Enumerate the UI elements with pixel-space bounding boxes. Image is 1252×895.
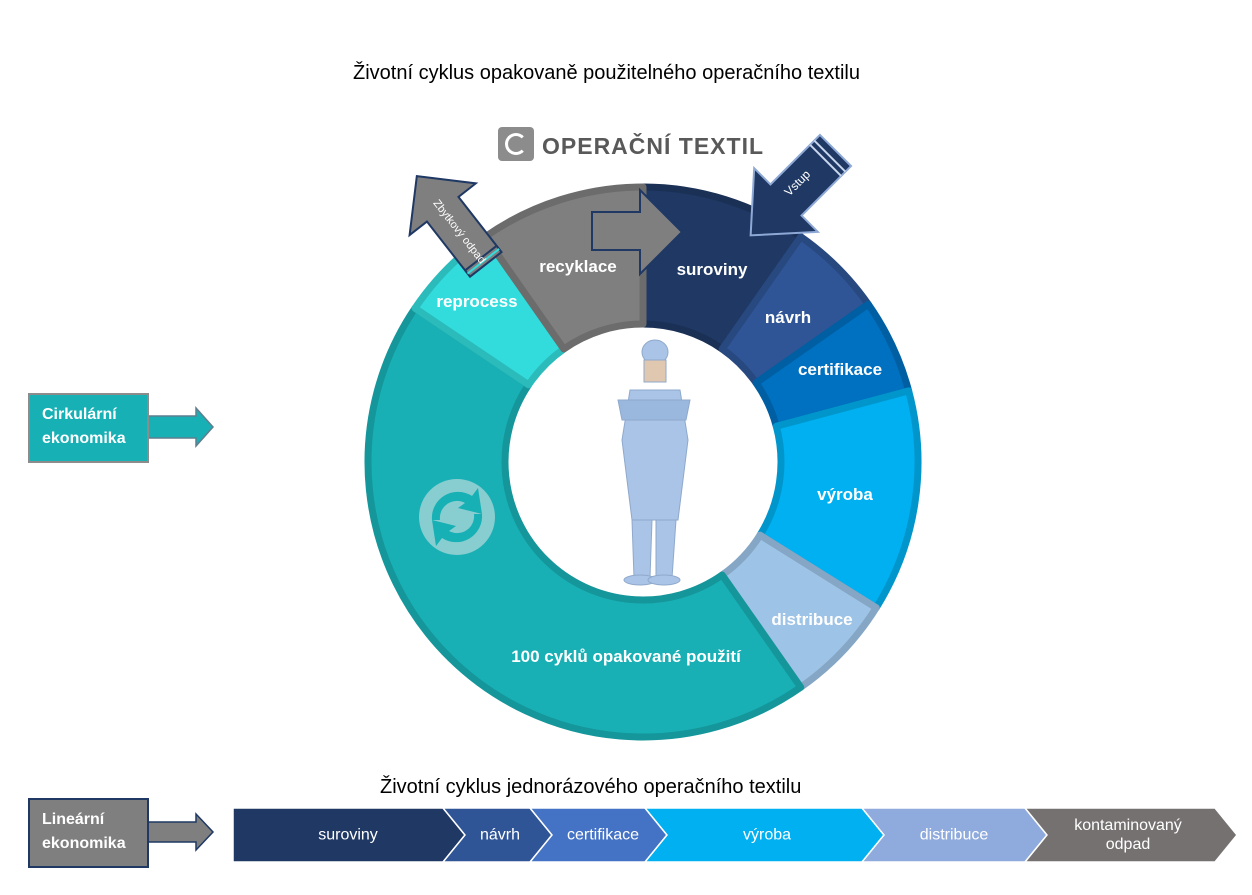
chain-label-navrh: návrh xyxy=(479,826,521,844)
segment-label-certifikace: certifikace xyxy=(797,360,883,379)
segment-label-suroviny: suroviny xyxy=(676,260,748,279)
chain-label-vyroba: výroba xyxy=(742,826,792,844)
chain-label-suroviny: suroviny xyxy=(318,826,378,844)
linear-economy-box: Lineární ekonomika xyxy=(28,798,149,868)
surgeon-figure xyxy=(617,339,691,586)
logo-text: OPERAČNÍ TEXTIL xyxy=(542,133,765,159)
linear-box-line2: ekonomika xyxy=(42,835,126,852)
linear-box-line1: Lineární xyxy=(42,811,105,828)
segment-label-distribuce: distribuce xyxy=(771,610,853,629)
circular-title: Životní cyklus opakovaně použitelného op… xyxy=(353,62,860,84)
recycle-icon xyxy=(419,479,495,555)
circular-economy-box: Cirkulární ekonomika xyxy=(28,393,149,463)
segment-label-navrh: návrh xyxy=(764,308,812,327)
segment-5 xyxy=(364,304,805,741)
segment-3 xyxy=(756,387,922,612)
circular-box-line1: Cirkulární xyxy=(42,406,117,423)
linear-arrow xyxy=(147,812,215,852)
logo-icon xyxy=(498,127,534,161)
chain-label-distribuce: distribuce xyxy=(919,826,989,844)
segment-label-vyroba: výroba xyxy=(817,485,873,504)
input-arrow: Vstup xyxy=(749,133,853,237)
chain-step-5 xyxy=(1023,807,1238,863)
linear-title: Životní cyklus jednorázového operačního … xyxy=(380,776,802,798)
circular-box-line2: ekonomika xyxy=(42,430,126,447)
circular-arrow xyxy=(147,406,215,448)
chain-label-certifikace: certifikace xyxy=(566,826,640,844)
segment-label-recyklace: recyklace xyxy=(539,257,617,276)
segment-label-reprocess: reprocess xyxy=(436,292,518,311)
segment-label-reuse: 100 cyklů opakované použití xyxy=(511,647,741,666)
recycle-flow-arrow xyxy=(591,187,684,277)
chain-label-odpad: kontaminovaný odpad xyxy=(1074,817,1182,853)
